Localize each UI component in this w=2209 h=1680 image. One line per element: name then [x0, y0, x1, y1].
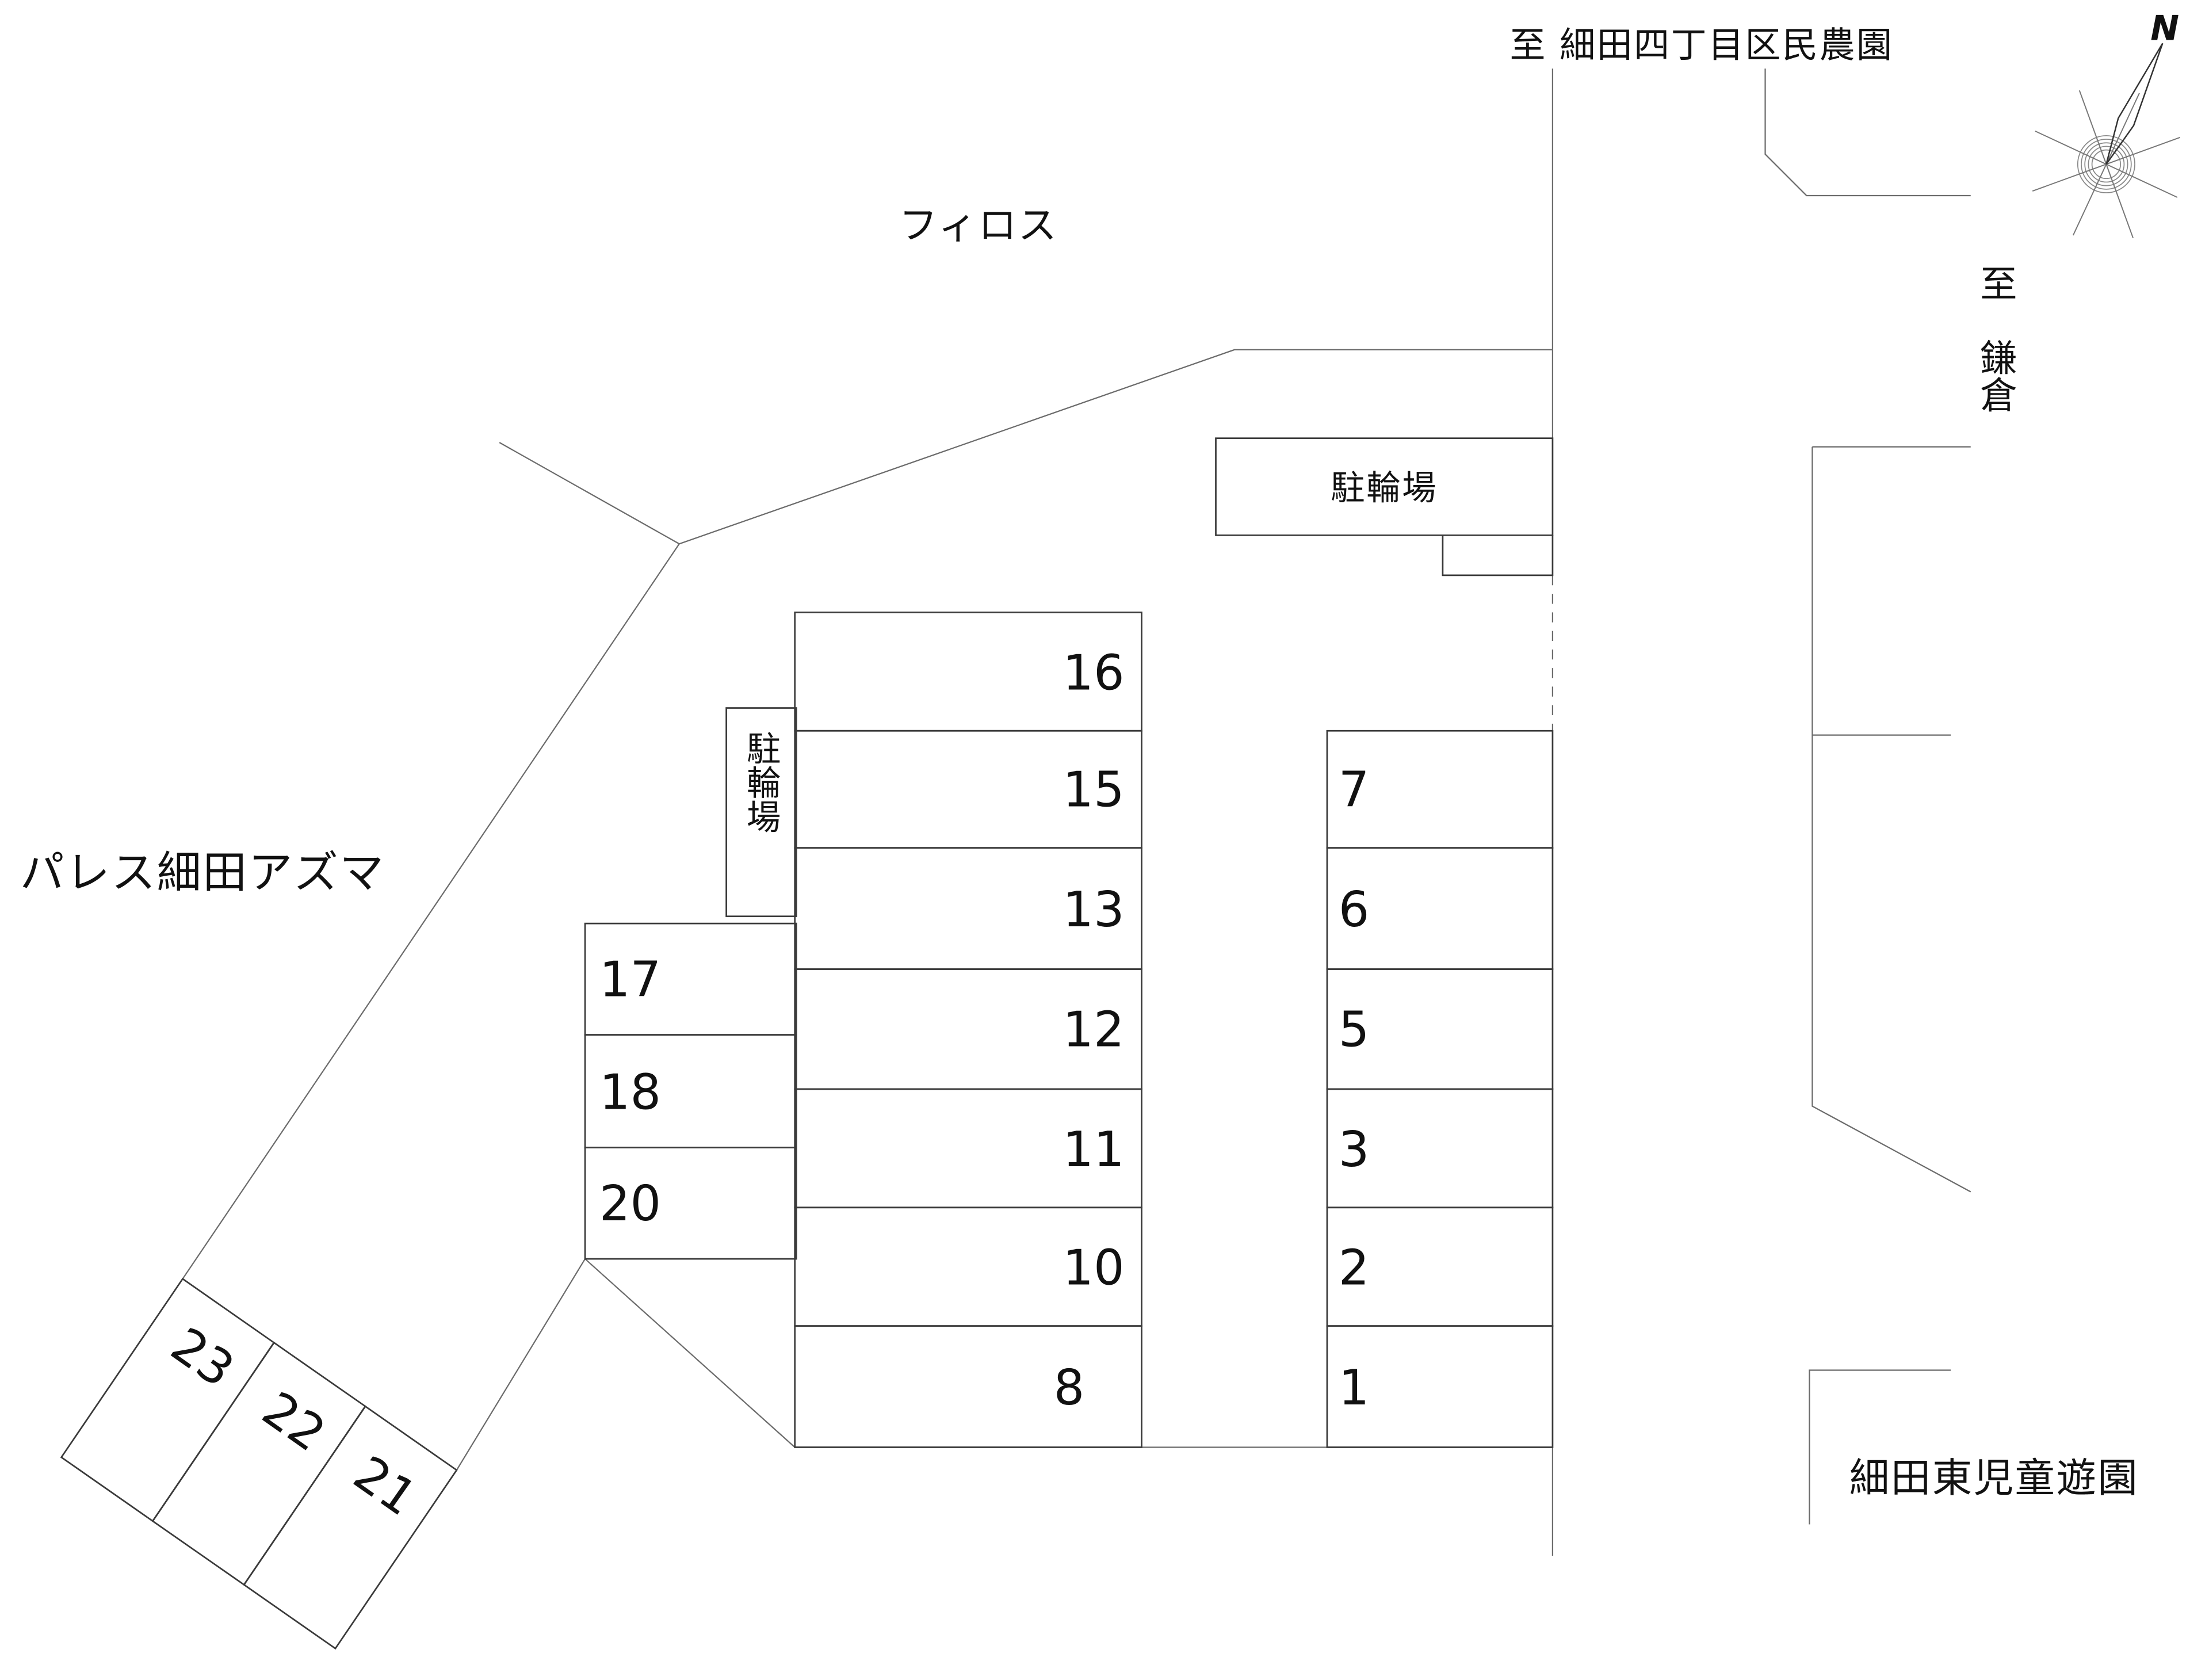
- philos-building-label: フィロス: [899, 203, 1058, 247]
- space-label-16: 16: [1063, 644, 1124, 701]
- compass-ring-5: [2077, 135, 2135, 193]
- parking-space-23: [60, 1277, 276, 1522]
- bicycle-parking-west-label: 駐輪場: [741, 731, 781, 834]
- space-label-3: 3: [1339, 1121, 1370, 1178]
- space-label-12: 12: [1063, 1001, 1124, 1057]
- compass-icon: N: [2032, 9, 2180, 239]
- childrens-park-label: 細田東児童遊園: [1849, 1455, 2139, 1501]
- space-label-23: 23: [161, 1316, 244, 1398]
- compass-ring-4: [2081, 139, 2132, 190]
- map-labels: 至 細田四丁目区民農園 フィロス パレス細田アズマ 至 鎌倉 細田東児童遊園: [20, 24, 2139, 1501]
- compass-ring-1: [2091, 149, 2122, 180]
- space-label-1: 1: [1339, 1360, 1370, 1416]
- road-lines: [1551, 68, 1971, 1556]
- north-destination-label: 至 細田四丁目区民農園: [1509, 24, 1893, 66]
- parking-space-1: [1326, 1325, 1554, 1448]
- space-label-7: 7: [1339, 762, 1370, 818]
- bicycle-parking-top-label: 駐輪場: [1331, 468, 1438, 508]
- parking-middle-column: 16 15 13 12 11 10 8: [794, 611, 1142, 1448]
- space-label-18: 18: [599, 1064, 661, 1121]
- compass-north-label: N: [2150, 9, 2179, 49]
- parking-space-20: [584, 1147, 797, 1260]
- parking-space-21: [243, 1405, 458, 1650]
- kamakura-destination-label: 至 鎌倉: [1973, 264, 2016, 413]
- boundary-west-diagonal: [182, 543, 680, 1280]
- compass-ring-3: [2084, 142, 2128, 186]
- boundary-south-diagonal: [584, 1258, 796, 1448]
- space-label-22: 22: [253, 1381, 335, 1463]
- boundary-southwest-diagonal: [456, 1258, 586, 1471]
- space-label-11: 11: [1063, 1121, 1124, 1178]
- bicycle-parking-west-box: [725, 707, 797, 918]
- main-road-right-edge-corner: [1764, 68, 1971, 197]
- palace-hosoda-azuma-label: パレス細田アズマ: [20, 847, 385, 899]
- bicycle-parking-top-box: [1215, 437, 1554, 536]
- compass-ring-2: [2088, 146, 2125, 183]
- parking-diagonal-row: 23 22 21: [60, 1277, 458, 1650]
- space-label-2: 2: [1339, 1240, 1370, 1296]
- boundary-northwest-stub: [499, 442, 680, 545]
- bicycle-parking-top-notch: [1442, 535, 1554, 576]
- space-label-15: 15: [1063, 762, 1124, 818]
- space-label-6: 6: [1339, 881, 1370, 938]
- space-label-5: 5: [1339, 1001, 1370, 1057]
- space-label-10: 10: [1063, 1240, 1124, 1296]
- boundary-north-edge: [679, 349, 1553, 545]
- space-label-13: 13: [1063, 881, 1124, 938]
- parking-right-column: 7 6 5 3 2 1: [1326, 730, 1554, 1448]
- bicycle-parking-west: 駐輪場: [725, 707, 797, 918]
- space-label-20: 20: [599, 1175, 661, 1232]
- east-block-west-edge: [1811, 446, 1971, 1193]
- space-label-21: 21: [344, 1445, 427, 1527]
- bicycle-parking-top: 駐輪場: [1215, 437, 1554, 576]
- parking-space-8: [794, 1325, 1142, 1448]
- park-block-corner-edge: [1809, 1369, 1951, 1525]
- parking-left-column: 17 18 20: [584, 922, 797, 1260]
- space-label-8: 8: [1054, 1360, 1085, 1416]
- north-needle-icon: [2105, 43, 2164, 165]
- space-label-17: 17: [599, 952, 661, 1008]
